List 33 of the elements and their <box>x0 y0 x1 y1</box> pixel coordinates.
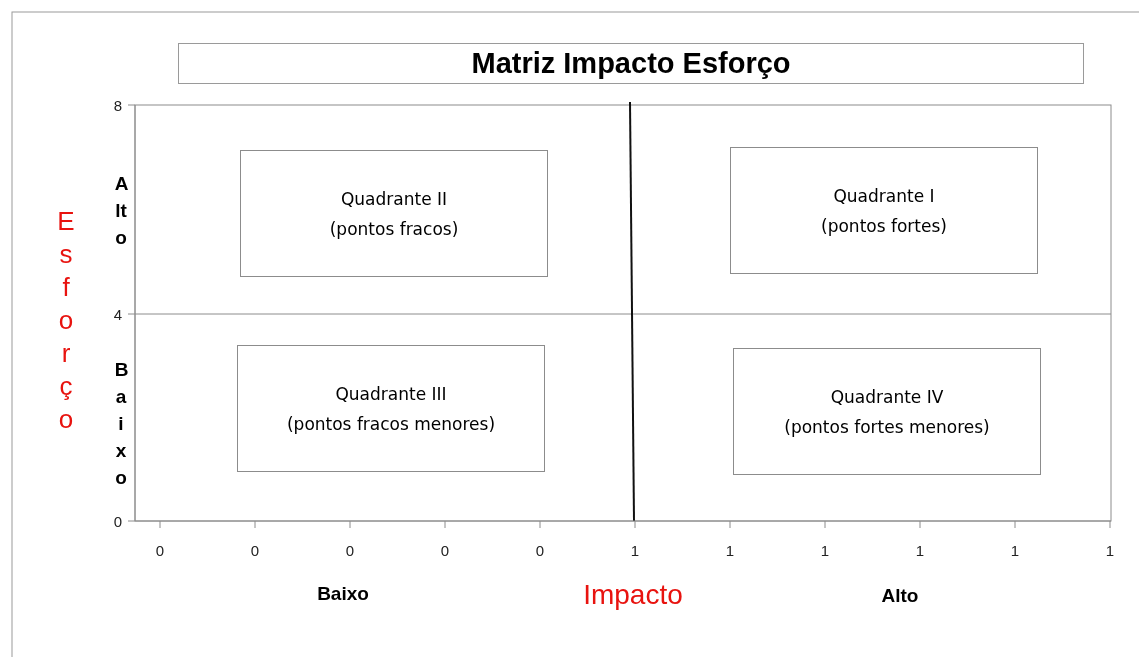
quadrant-box <box>733 348 1041 475</box>
tick-label: 0 <box>155 541 165 559</box>
quadrant-description: (pontos fortes menores) <box>784 415 990 439</box>
axis-level-label: Baixo <box>317 583 369 605</box>
quadrant-heading: Quadrante II <box>340 187 448 211</box>
chart-title: Matriz Impacto Esforço <box>178 43 1084 84</box>
tick-label: 8 <box>113 96 123 114</box>
tick-label: 1 <box>915 541 925 559</box>
axis-level-label: Alto <box>881 585 919 607</box>
quadrant-description: (pontos fracos) <box>329 217 459 241</box>
quadrant-heading: Quadrante I <box>833 184 935 208</box>
quadrant-heading: Quadrante III <box>335 382 447 406</box>
quadrant-box <box>237 345 545 472</box>
quadrant-box <box>730 147 1038 274</box>
quadrant-description: (pontos fracos menores) <box>286 412 496 436</box>
tick-label: 1 <box>820 541 830 559</box>
tick-label: 1 <box>1010 541 1020 559</box>
axis-level-label: Baixo <box>114 357 128 490</box>
quadrant-description: (pontos fortes) <box>821 214 947 238</box>
tick-label: 1 <box>630 541 640 559</box>
tick-label: 0 <box>113 512 123 530</box>
tick-label: 4 <box>113 305 123 323</box>
axis-title: Impacto <box>583 579 683 611</box>
tick-label: 1 <box>1105 541 1115 559</box>
quadrant-heading: Quadrante IV <box>830 385 944 409</box>
tick-label: 0 <box>250 541 260 559</box>
tick-label: 0 <box>345 541 355 559</box>
quadrant-box <box>240 150 548 277</box>
axis-title: Esforço <box>57 204 75 436</box>
axis-level-label: Alto <box>114 171 128 250</box>
tick-label: 0 <box>440 541 450 559</box>
tick-label: 0 <box>535 541 545 559</box>
tick-label: 1 <box>725 541 735 559</box>
